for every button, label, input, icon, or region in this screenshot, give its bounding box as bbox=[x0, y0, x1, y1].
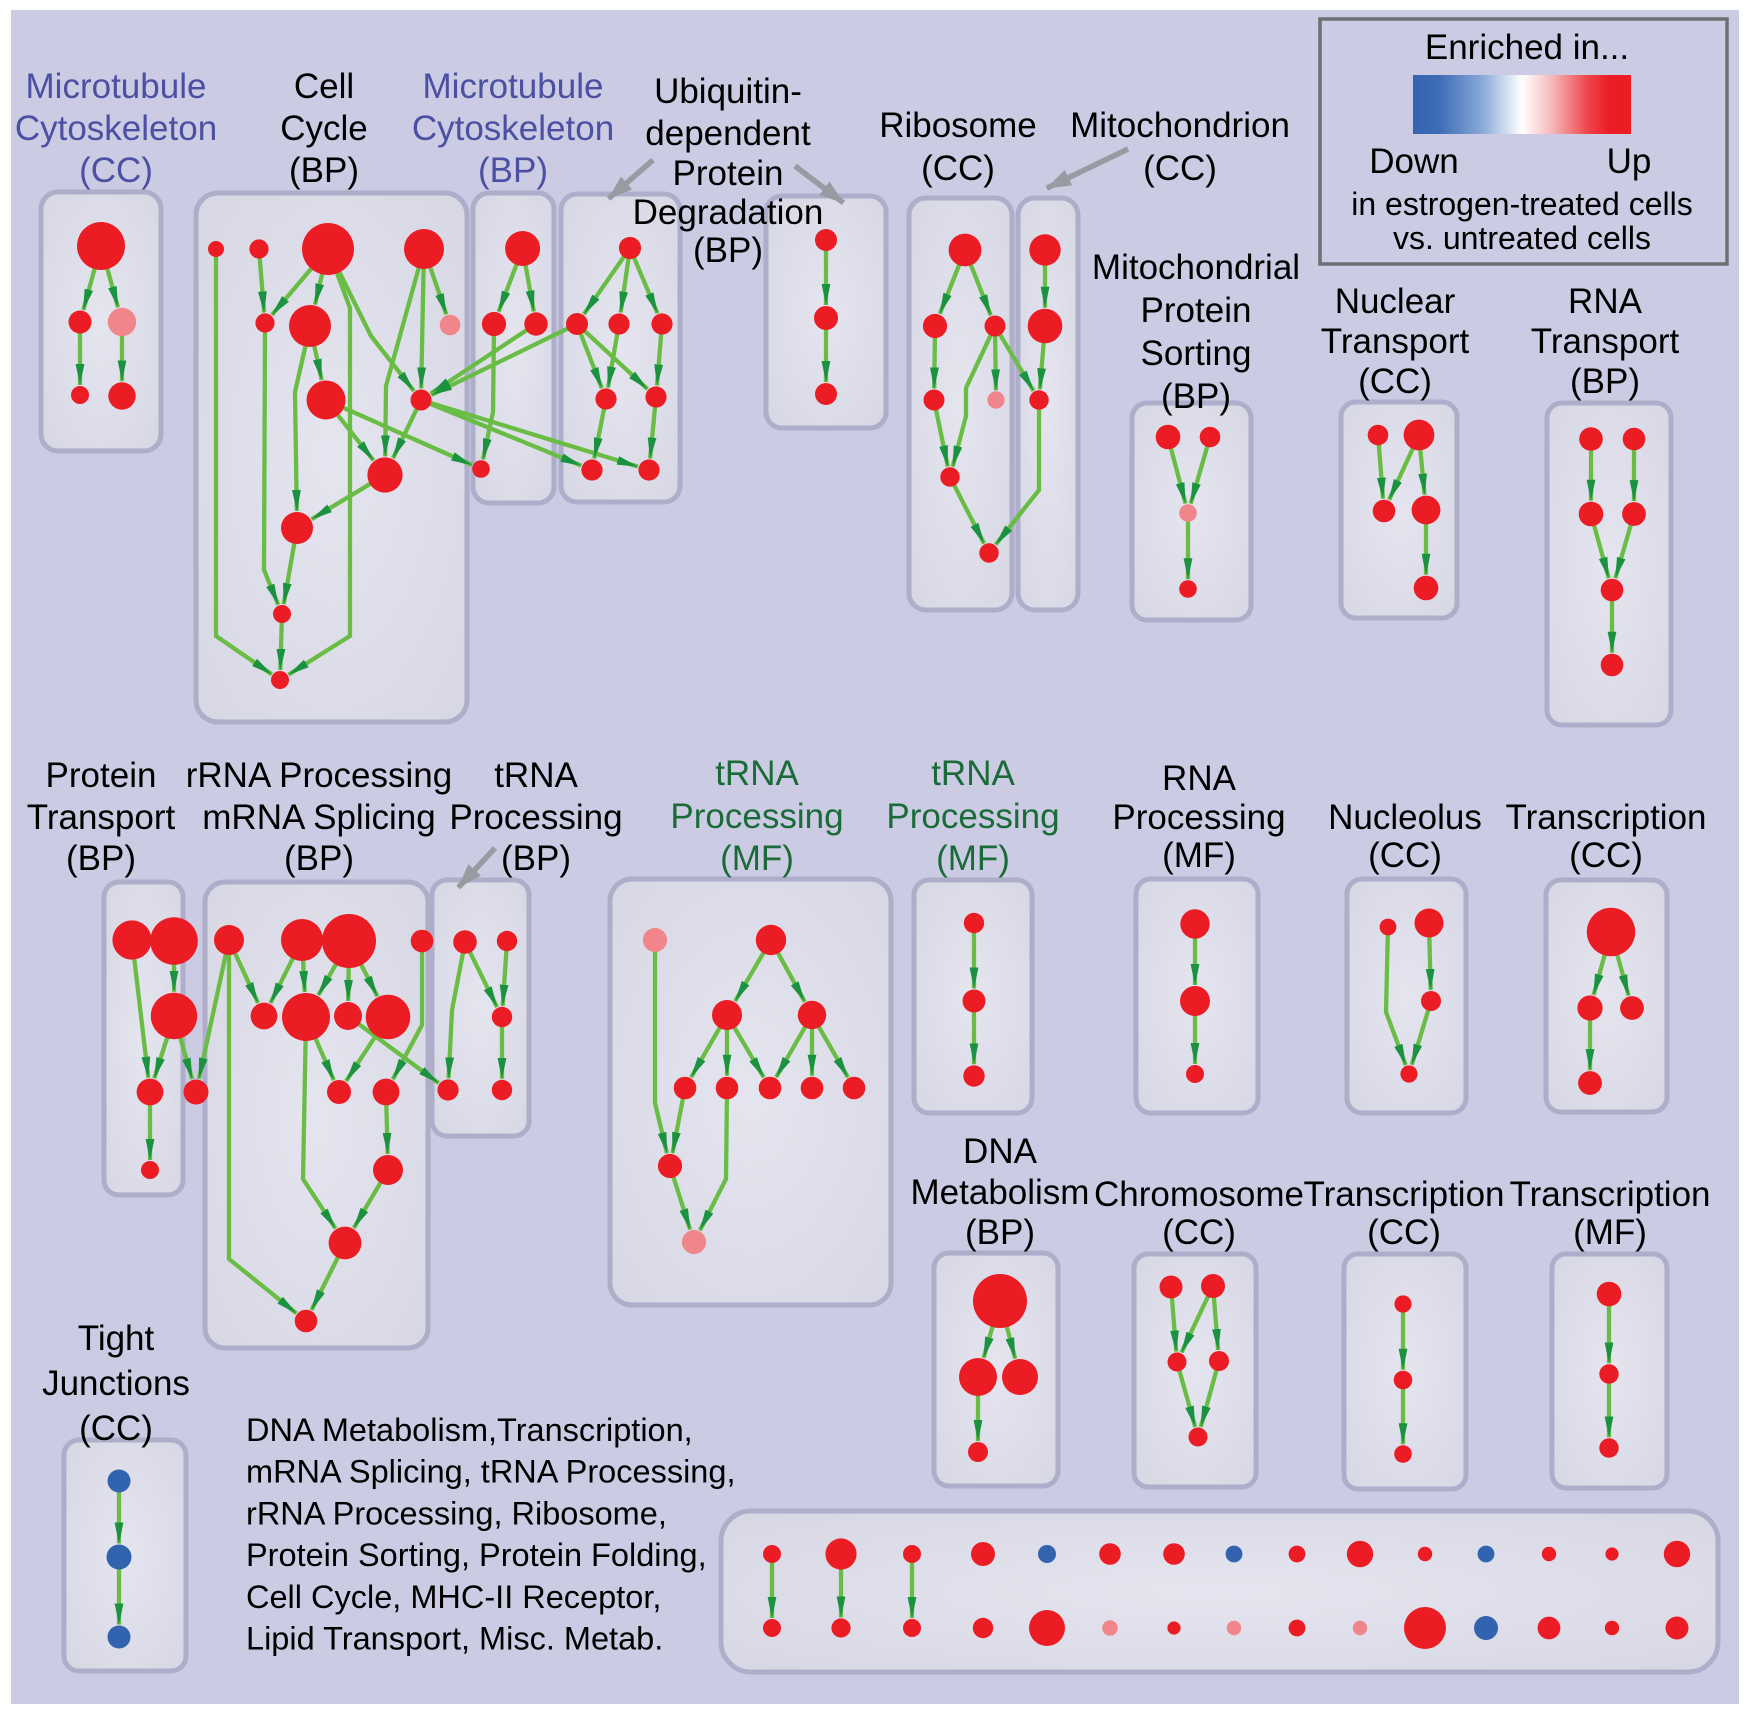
svg-text:(BP): (BP) bbox=[478, 151, 548, 190]
svg-text:Cell: Cell bbox=[294, 67, 354, 106]
svg-text:tRNA: tRNA bbox=[494, 756, 578, 795]
svg-text:Down: Down bbox=[1369, 142, 1458, 181]
svg-text:Microtubule: Microtubule bbox=[26, 67, 207, 106]
svg-text:Processing: Processing bbox=[670, 797, 843, 836]
svg-text:Sorting: Sorting bbox=[1141, 334, 1252, 373]
svg-text:(BP): (BP) bbox=[965, 1213, 1035, 1252]
svg-text:(CC): (CC) bbox=[1358, 362, 1432, 401]
svg-text:(CC): (CC) bbox=[1367, 1213, 1441, 1252]
svg-text:(CC): (CC) bbox=[79, 1409, 153, 1448]
svg-text:mRNA Splicing, tRNA Processing: mRNA Splicing, tRNA Processing, bbox=[246, 1454, 735, 1490]
svg-text:Processing: Processing bbox=[1112, 798, 1285, 837]
svg-text:(CC): (CC) bbox=[921, 149, 995, 188]
svg-text:Ubiquitin-: Ubiquitin- bbox=[654, 72, 802, 111]
svg-text:Lipid Transport, Misc. Metab.: Lipid Transport, Misc. Metab. bbox=[246, 1621, 663, 1657]
svg-text:(BP): (BP) bbox=[501, 839, 571, 878]
svg-text:(MF): (MF) bbox=[720, 839, 794, 878]
svg-text:tRNA: tRNA bbox=[715, 754, 799, 793]
svg-text:Transport: Transport bbox=[27, 798, 176, 837]
svg-text:(CC): (CC) bbox=[1143, 149, 1217, 188]
svg-text:RNA: RNA bbox=[1162, 759, 1237, 798]
svg-text:Junctions: Junctions bbox=[42, 1364, 190, 1403]
svg-text:(MF): (MF) bbox=[936, 839, 1010, 878]
svg-text:Degradation: Degradation bbox=[633, 193, 824, 232]
svg-text:RNA: RNA bbox=[1568, 282, 1643, 321]
svg-text:Tight: Tight bbox=[78, 1319, 155, 1358]
svg-text:Cycle: Cycle bbox=[280, 109, 368, 148]
svg-text:Transcription: Transcription bbox=[1506, 798, 1707, 837]
svg-text:(BP): (BP) bbox=[66, 839, 136, 878]
svg-text:Protein: Protein bbox=[1141, 291, 1252, 330]
svg-text:Transport: Transport bbox=[1321, 322, 1470, 361]
svg-text:rRNA Processing, Ribosome,: rRNA Processing, Ribosome, bbox=[246, 1495, 667, 1531]
svg-text:Chromosome: Chromosome bbox=[1094, 1175, 1304, 1214]
svg-text:(BP): (BP) bbox=[693, 231, 763, 270]
svg-text:Enriched in...: Enriched in... bbox=[1425, 28, 1629, 67]
svg-text:vs. untreated cells: vs. untreated cells bbox=[1393, 220, 1651, 256]
svg-text:(CC): (CC) bbox=[79, 151, 153, 190]
svg-text:dependent: dependent bbox=[645, 114, 811, 153]
svg-text:Transcription: Transcription bbox=[1510, 1175, 1711, 1214]
svg-text:in estrogen-treated cells: in estrogen-treated cells bbox=[1351, 186, 1693, 222]
svg-text:DNA Metabolism,Transcription,: DNA Metabolism,Transcription, bbox=[246, 1412, 693, 1448]
svg-text:Processing: Processing bbox=[449, 798, 622, 837]
svg-text:(BP): (BP) bbox=[1570, 362, 1640, 401]
svg-text:DNA: DNA bbox=[963, 1132, 1038, 1171]
svg-text:Microtubule: Microtubule bbox=[423, 67, 604, 106]
svg-text:Transport: Transport bbox=[1531, 322, 1680, 361]
svg-text:(BP): (BP) bbox=[1161, 377, 1231, 416]
svg-text:Transcription: Transcription bbox=[1304, 1175, 1505, 1214]
svg-text:Protein: Protein bbox=[46, 756, 157, 795]
svg-text:(CC): (CC) bbox=[1368, 836, 1442, 875]
svg-text:rRNA Processing: rRNA Processing bbox=[186, 756, 452, 795]
svg-text:Metabolism: Metabolism bbox=[911, 1173, 1090, 1212]
svg-text:(BP): (BP) bbox=[289, 151, 359, 190]
svg-text:Mitochondrion: Mitochondrion bbox=[1070, 106, 1290, 145]
svg-text:Nucleolus: Nucleolus bbox=[1328, 798, 1482, 837]
svg-text:Mitochondrial: Mitochondrial bbox=[1092, 248, 1300, 287]
svg-text:Cytoskeleton: Cytoskeleton bbox=[412, 109, 614, 148]
svg-text:mRNA Splicing: mRNA Splicing bbox=[202, 798, 435, 837]
svg-text:Up: Up bbox=[1607, 142, 1652, 181]
svg-text:(CC): (CC) bbox=[1569, 836, 1643, 875]
svg-text:(CC): (CC) bbox=[1162, 1213, 1236, 1252]
svg-text:Protein: Protein bbox=[673, 154, 784, 193]
svg-text:(MF): (MF) bbox=[1162, 836, 1236, 875]
svg-text:Processing: Processing bbox=[886, 797, 1059, 836]
svg-text:Nuclear: Nuclear bbox=[1335, 282, 1456, 321]
svg-text:Protein Sorting, Protein Foldi: Protein Sorting, Protein Folding, bbox=[246, 1537, 707, 1573]
svg-text:Cytoskeleton: Cytoskeleton bbox=[15, 109, 217, 148]
svg-text:tRNA: tRNA bbox=[931, 754, 1015, 793]
svg-text:Ribosome: Ribosome bbox=[879, 106, 1037, 145]
svg-text:Cell Cycle, MHC-II Receptor,: Cell Cycle, MHC-II Receptor, bbox=[246, 1579, 661, 1615]
svg-text:(MF): (MF) bbox=[1573, 1213, 1647, 1252]
svg-text:(BP): (BP) bbox=[284, 839, 354, 878]
